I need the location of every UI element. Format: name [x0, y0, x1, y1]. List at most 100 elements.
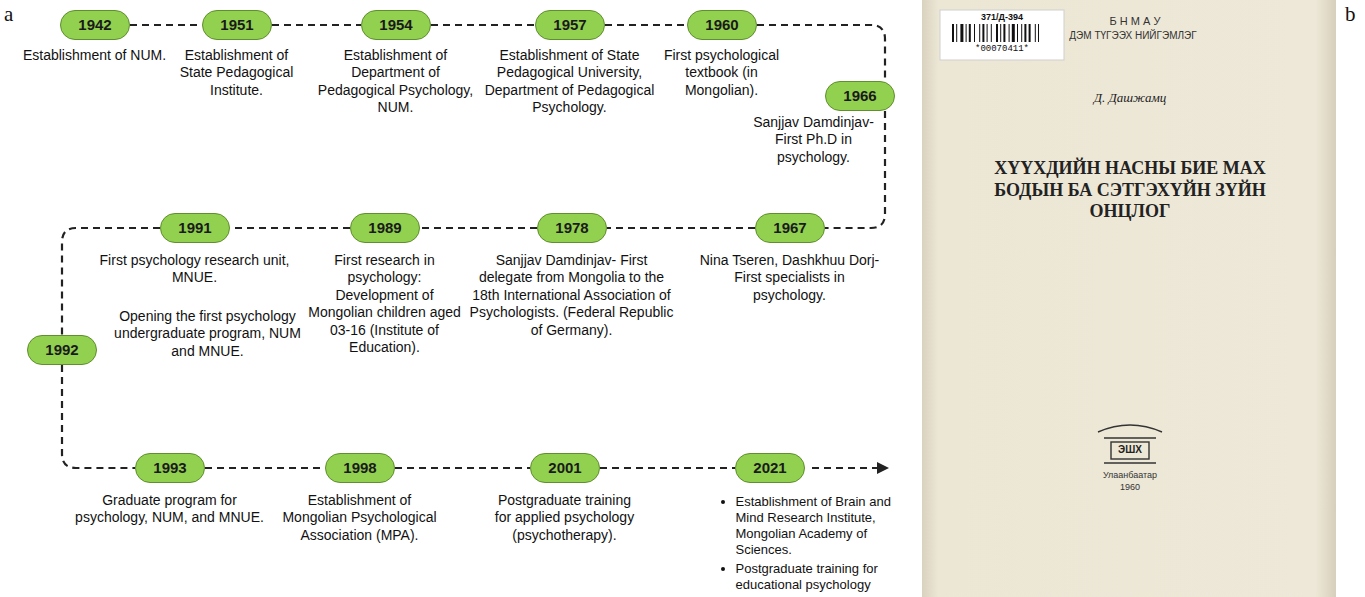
event-description: Opening the first psychology undergradua…	[108, 308, 308, 361]
year-label: 1954	[362, 11, 430, 38]
year-label: 1978	[538, 214, 606, 241]
event-description: Establishment of State Pedagogical Unive…	[480, 47, 660, 117]
panel-letter: b	[1345, 2, 1356, 27]
publication-place: Улаанбаатар	[1085, 470, 1175, 480]
year-pill: 2021Establishment of Brain and Mind Rese…	[735, 453, 805, 483]
barcode-stripe	[956, 24, 957, 42]
barcode-stripe	[1021, 24, 1022, 42]
call-number: 371/Д-394	[952, 12, 1052, 22]
event-description: Graduate program for psychology, NUM, an…	[70, 492, 270, 527]
year-pill: 1992Opening the first psychology undergr…	[27, 335, 97, 365]
event-description: Postgraduate training for applied psycho…	[490, 492, 640, 545]
timeline-connector	[607, 227, 755, 229]
year-label: 1991	[161, 214, 229, 241]
barcode-stripe	[1000, 24, 1001, 42]
event-description: Sanjjav Damdinjav- First delegate from M…	[469, 252, 674, 340]
timeline-tail	[812, 467, 878, 469]
event-description: Establishment of Department of Pedagogic…	[316, 47, 476, 117]
year-label: 2001	[531, 454, 599, 481]
year-label: 1967	[756, 214, 824, 241]
barcode-stripe	[1024, 24, 1026, 42]
logo-base	[1104, 462, 1156, 463]
timeline-connector	[420, 227, 537, 229]
year-pill: 1957Establishment of State Pedagogical U…	[535, 10, 605, 40]
event-description: Establishment of Brain and Mind Research…	[736, 494, 916, 559]
timeline-connector	[205, 467, 325, 469]
logo-box	[1111, 442, 1149, 459]
year-label: 1998	[326, 454, 394, 481]
event-description: First research in psychology: Developmen…	[305, 252, 465, 357]
timeline-connector	[431, 24, 535, 26]
year-pill: 1991First psychology research unit, MNUE…	[160, 213, 230, 243]
barcode-sticker	[940, 10, 1064, 60]
publication-year: 1960	[1085, 482, 1175, 492]
timeline-connector	[395, 467, 530, 469]
event-list: Establishment of Brain and Mind Research…	[722, 494, 916, 596]
barcode-stripe	[952, 24, 954, 42]
book-cover	[922, 0, 1336, 597]
event-description: Establishment of Mongolian Psychological…	[275, 492, 445, 545]
year-pill: 1989First research in psychology: Develo…	[350, 213, 420, 243]
year-label: 1992	[28, 336, 96, 363]
year-pill: 1960First psychological textbook (in Mon…	[687, 10, 757, 40]
barcode-stripe	[996, 24, 998, 42]
barcode-stripe	[974, 24, 975, 42]
barcode-stripe	[960, 24, 963, 42]
year-label: 2021	[736, 454, 804, 481]
barcode-stripe	[1035, 24, 1036, 42]
year-label: 1942	[61, 11, 129, 38]
year-pill: 1951Establishment of State Pedagogical I…	[202, 10, 272, 40]
timeline-connector	[272, 24, 361, 26]
timeline-connector	[130, 24, 202, 26]
year-label: 1993	[136, 454, 204, 481]
arrow-head	[877, 462, 889, 474]
event-description: First psychological textbook (in Mongoli…	[662, 47, 782, 100]
logo-eave	[1104, 437, 1156, 438]
panel-letter: a	[4, 2, 13, 27]
year-pill: 1954Establishment of Department of Pedag…	[361, 10, 431, 40]
year-label: 1960	[688, 11, 756, 38]
barcode-stripe	[987, 24, 988, 42]
barcode-stripe	[982, 24, 984, 42]
barcode-stripe	[1029, 24, 1031, 42]
publisher-logo	[1098, 425, 1162, 463]
event-description: Sanjjav Damdinjav- First Ph.D in psychol…	[752, 114, 876, 167]
timeline-connector	[605, 24, 687, 26]
barcode-stripe	[969, 24, 971, 42]
year-pill: 1942Establishment of NUM.	[60, 10, 130, 40]
logo-text: ЭШХ	[1112, 444, 1148, 455]
barcode-number: *00070411*	[946, 44, 1058, 54]
year-label: 1966	[826, 82, 894, 109]
event-description: Nina Tseren, Dashkhuu Dorj-First special…	[700, 252, 880, 305]
year-pill: 2001Postgraduate training for applied ps…	[530, 453, 600, 483]
book-title: ХҮҮХДИЙН НАСНЫ БИЕ МАХ БОДЫН БА СЭТГЭХҮЙ…	[982, 158, 1278, 223]
event-description: Establishment of NUM.	[20, 47, 170, 65]
timeline-connector	[230, 227, 350, 229]
barcode-stripe	[1003, 24, 1005, 42]
barcode-stripe	[1012, 24, 1015, 42]
year-pill: 1966Sanjjav Damdinjav- First Ph.D in psy…	[825, 81, 895, 111]
barcode-stripe	[1038, 24, 1039, 42]
barcode-stripe	[1009, 24, 1010, 42]
barcode-stripe	[966, 24, 967, 42]
timeline-connector	[62, 365, 135, 468]
barcode-stripe	[1017, 24, 1018, 42]
book-author: Д. Дашжамц	[1075, 90, 1185, 106]
barcode-stripe	[991, 24, 992, 42]
year-pill: 1998Establishment of Mongolian Psycholog…	[325, 453, 395, 483]
event-description: First psychology research unit, MNUE.	[95, 252, 295, 287]
year-label: 1951	[203, 11, 271, 38]
year-pill: 1993Graduate program for psychology, NUM…	[135, 453, 205, 483]
timeline-connector	[600, 467, 735, 469]
year-label: 1989	[351, 214, 419, 241]
publisher-line: Б Н М А У	[1085, 15, 1185, 27]
barcode	[952, 24, 1039, 42]
event-description: Postgraduate training for educational ps…	[736, 561, 916, 594]
publisher-line: ДЭМ ТҮГЭЭХ НИЙГЭМЛЭГ	[1068, 30, 1198, 41]
barcode-stripe	[979, 24, 980, 42]
year-label: 1957	[536, 11, 604, 38]
year-pill: 1978Sanjjav Damdinjav- First delegate fr…	[537, 213, 607, 243]
logo-roof	[1098, 425, 1162, 432]
year-pill: 1967Nina Tseren, Dashkhuu Dorj-First spe…	[755, 213, 825, 243]
